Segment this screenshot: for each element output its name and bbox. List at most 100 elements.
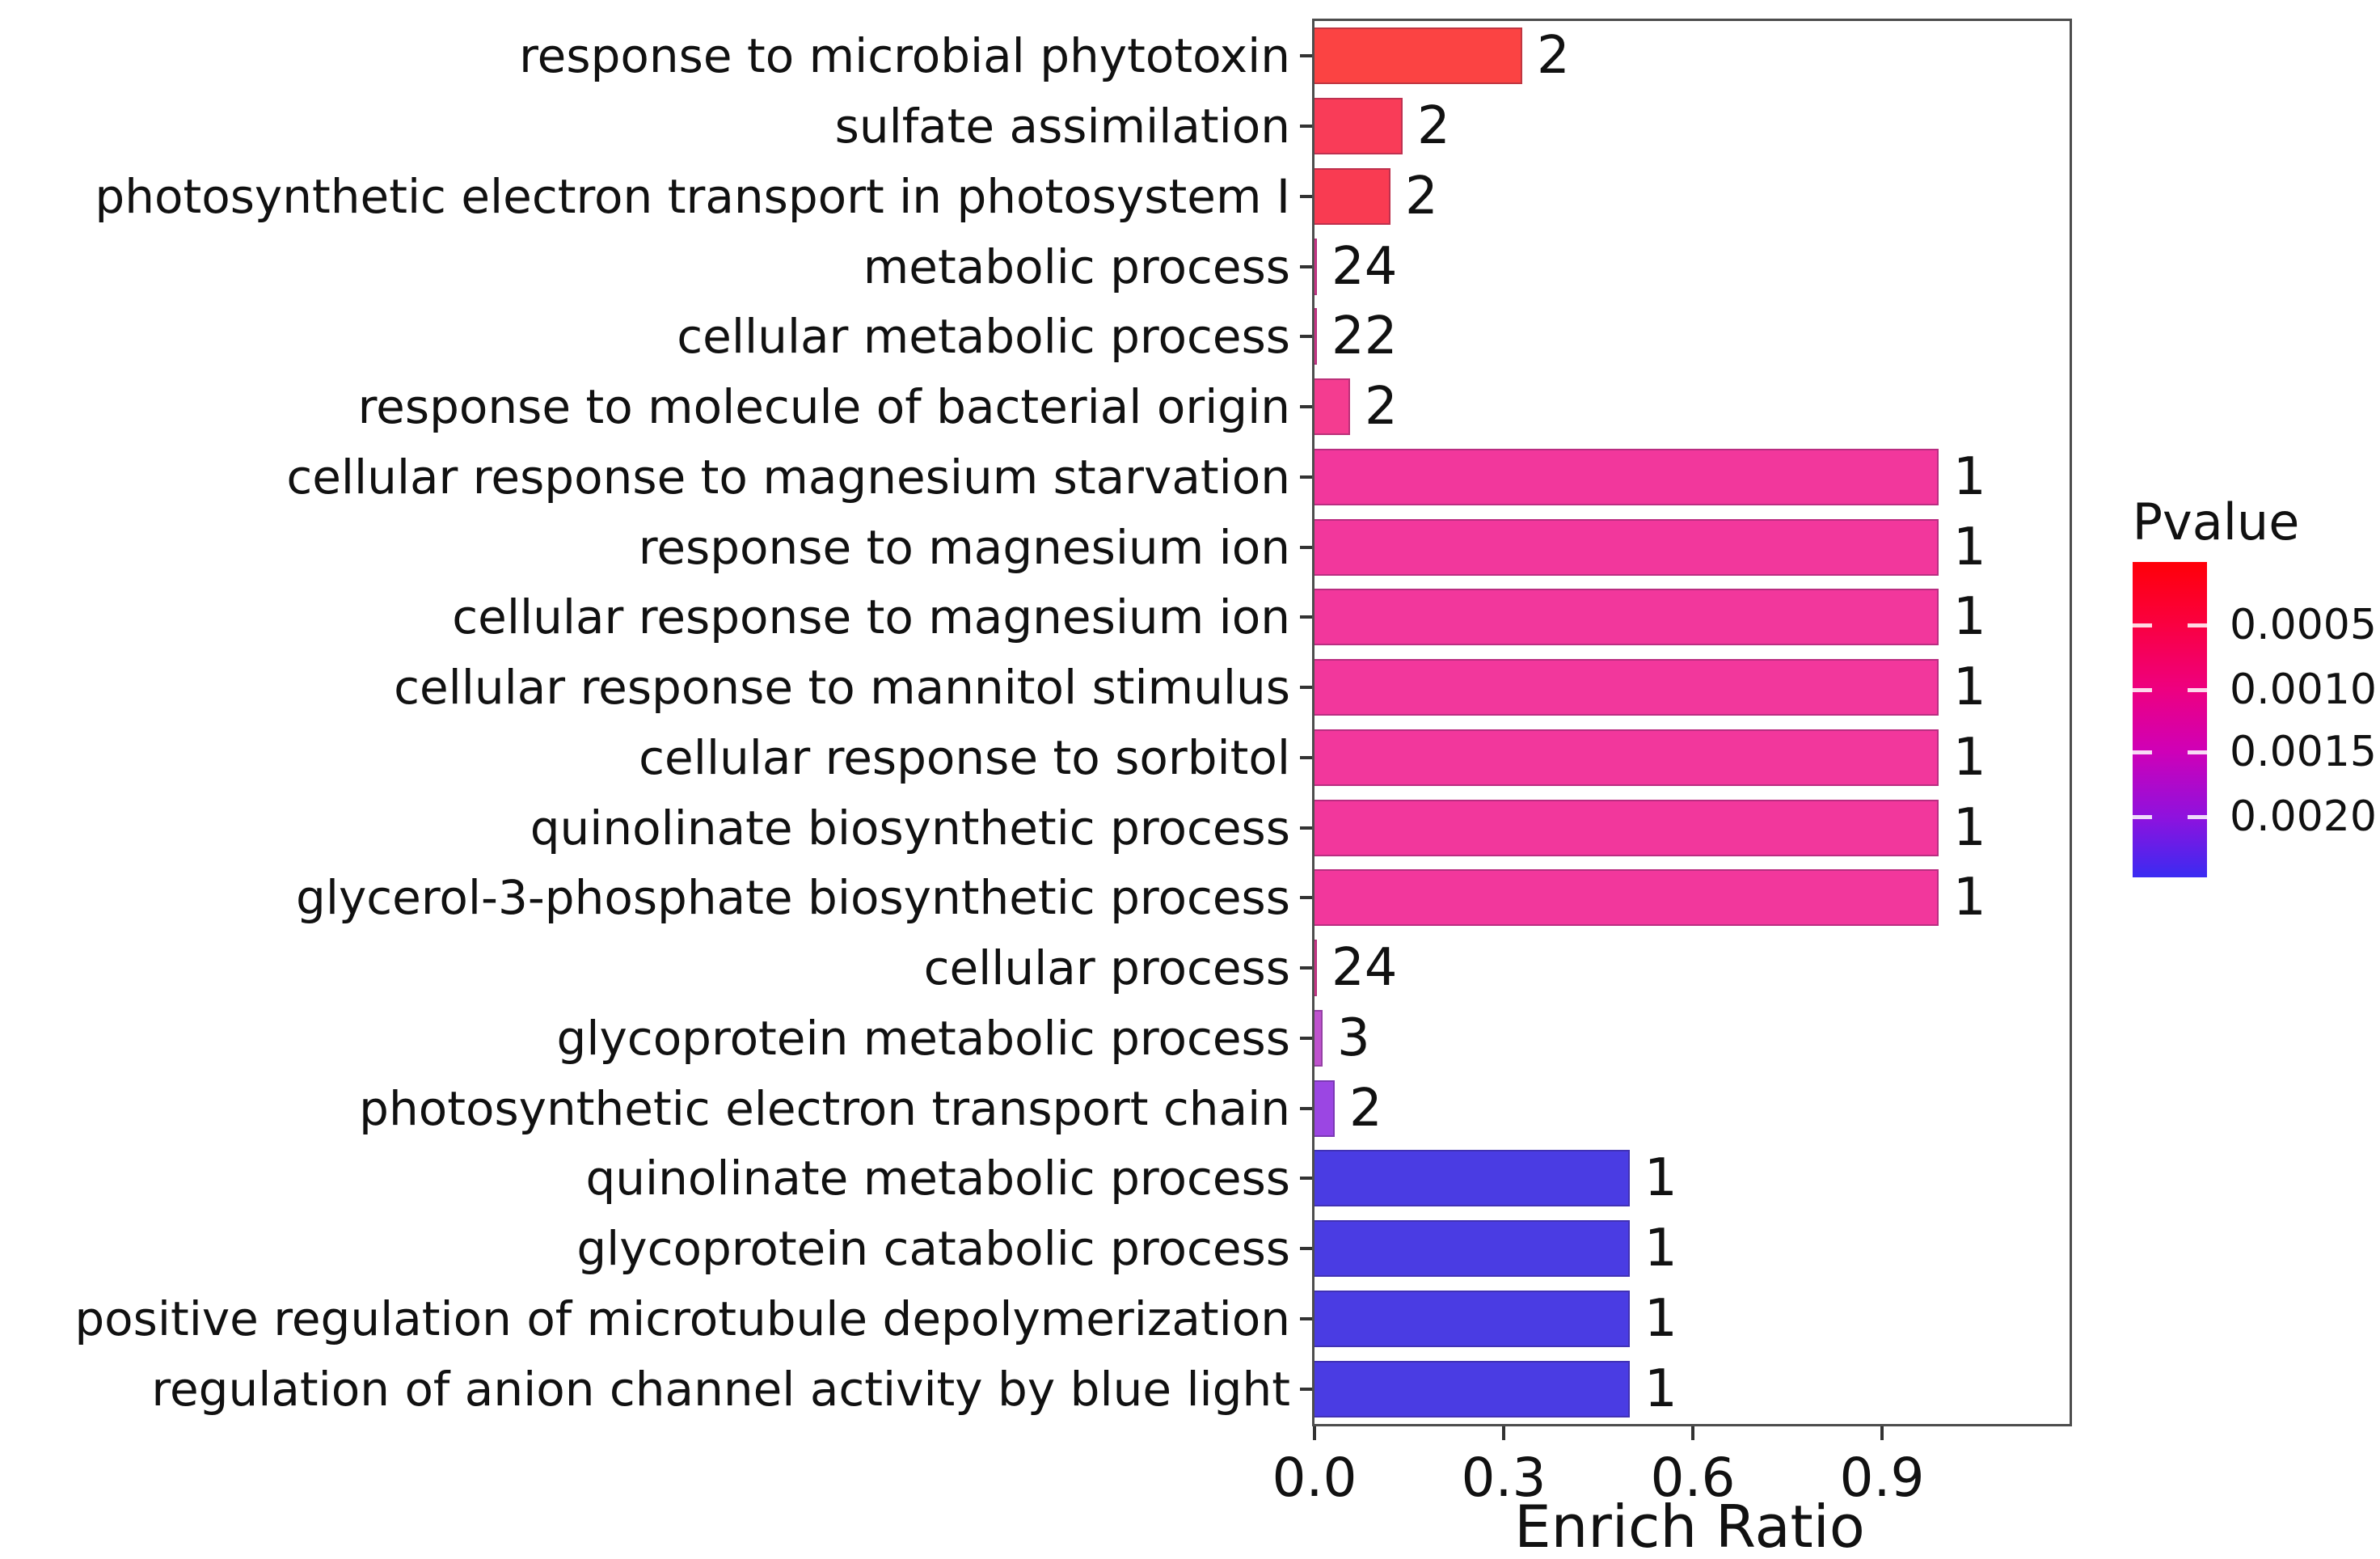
y-axis-tick <box>1300 1036 1312 1040</box>
bar <box>1314 940 1317 997</box>
category-label: response to molecule of bacterial origin <box>357 379 1290 435</box>
bar <box>1314 1220 1630 1278</box>
bar-count-label: 22 <box>1331 306 1398 367</box>
category-label: cellular metabolic process <box>677 309 1290 365</box>
bar-count-label: 3 <box>1337 1008 1370 1068</box>
category-label: regulation of anion channel activity by … <box>151 1361 1290 1417</box>
bar-count-label: 1 <box>1953 727 1986 788</box>
x-axis-tick <box>1691 1426 1694 1440</box>
bar <box>1314 378 1350 436</box>
x-tick-label: 0.3 <box>1461 1447 1547 1509</box>
colorbar-tick-label: 0.0020 <box>2230 792 2377 842</box>
bar-count-label: 1 <box>1953 517 1986 577</box>
category-label: cellular response to magnesium ion <box>452 589 1290 645</box>
colorbar-tick-mark <box>2188 815 2207 820</box>
y-axis-tick <box>1300 264 1312 268</box>
y-axis-tick <box>1300 405 1312 409</box>
y-axis-tick <box>1300 475 1312 479</box>
category-label: positive regulation of microtubule depol… <box>74 1291 1290 1346</box>
y-axis-tick <box>1300 686 1312 690</box>
pvalue-colorbar <box>2133 562 2207 877</box>
y-axis-tick <box>1300 755 1312 759</box>
bar <box>1314 27 1522 85</box>
category-label: glycoprotein metabolic process <box>556 1010 1290 1066</box>
x-axis-tick <box>1313 1426 1316 1440</box>
category-label: quinolinate metabolic process <box>585 1151 1290 1206</box>
y-axis-tick <box>1300 896 1312 900</box>
bar <box>1314 167 1390 225</box>
bar <box>1314 518 1939 576</box>
bar-count-label: 1 <box>1644 1288 1677 1349</box>
category-label: cellular process <box>923 940 1290 996</box>
category-label: glycoprotein catabolic process <box>576 1221 1290 1277</box>
bar-count-label: 1 <box>1644 1219 1677 1279</box>
bar <box>1314 869 1939 927</box>
bar-count-label: 2 <box>1365 377 1398 437</box>
category-label: sulfate assimilation <box>834 99 1290 154</box>
colorbar-tick-mark <box>2133 623 2152 627</box>
bar-count-label: 2 <box>1349 1078 1382 1139</box>
bar <box>1314 308 1317 365</box>
bar-count-label: 1 <box>1644 1358 1677 1419</box>
category-label: quinolinate biosynthetic process <box>530 800 1290 856</box>
bar <box>1314 98 1403 155</box>
y-axis-tick <box>1300 194 1312 198</box>
colorbar-tick-mark <box>2188 687 2207 692</box>
bar <box>1314 1150 1630 1207</box>
y-axis-tick <box>1300 125 1312 129</box>
y-axis-tick <box>1300 335 1312 339</box>
bar-count-label: 24 <box>1331 236 1398 297</box>
bar <box>1314 589 1939 646</box>
bar-count-label: 1 <box>1644 1148 1677 1209</box>
y-axis-tick <box>1300 966 1312 970</box>
x-axis-title: Enrich Ratio <box>1514 1493 1865 1559</box>
y-axis-tick <box>1300 615 1312 619</box>
bar-count-label: 2 <box>1537 26 1570 87</box>
category-label: cellular response to mannitol stimulus <box>394 660 1290 716</box>
colorbar-tick-mark <box>2133 687 2152 692</box>
colorbar-tick-mark <box>2188 750 2207 755</box>
bar <box>1314 1290 1630 1347</box>
bar <box>1314 238 1317 295</box>
x-tick-label: 0.0 <box>1272 1447 1357 1509</box>
category-label: response to magnesium ion <box>638 519 1290 575</box>
bar <box>1314 659 1939 716</box>
plot-area <box>1312 19 2072 1426</box>
bar-count-label: 1 <box>1953 587 1986 648</box>
bar-count-label: 1 <box>1953 797 1986 858</box>
colorbar-tick-mark <box>2133 815 2152 820</box>
y-axis-tick <box>1300 1247 1312 1251</box>
bar <box>1314 448 1939 505</box>
y-axis-tick <box>1300 1106 1312 1110</box>
x-tick-label: 0.6 <box>1650 1447 1736 1509</box>
bar <box>1314 1079 1335 1137</box>
y-axis-tick <box>1300 54 1312 58</box>
category-label: glycerol-3-phosphate biosynthetic proces… <box>296 870 1290 926</box>
y-axis-tick <box>1300 545 1312 549</box>
category-label: cellular response to sorbitol <box>639 729 1290 785</box>
bar-count-label: 1 <box>1953 868 1986 928</box>
colorbar-title: Pvalue <box>2132 492 2300 551</box>
colorbar-tick-label: 0.0010 <box>2230 665 2377 714</box>
colorbar-tick-mark <box>2133 750 2152 755</box>
colorbar-tick-label: 0.0005 <box>2230 601 2377 649</box>
y-axis-tick <box>1300 826 1312 830</box>
category-label: photosynthetic electron transport chain <box>359 1080 1290 1136</box>
bar-count-label: 1 <box>1953 446 1986 507</box>
y-axis-tick <box>1300 1387 1312 1391</box>
y-axis-tick <box>1300 1316 1312 1320</box>
bar <box>1314 799 1939 856</box>
bar <box>1314 729 1939 786</box>
y-axis-tick <box>1300 1177 1312 1181</box>
category-label: cellular response to magnesium starvatio… <box>286 449 1290 505</box>
category-label: photosynthetic electron transport in pho… <box>95 168 1290 224</box>
x-axis-tick <box>1880 1426 1884 1440</box>
x-axis-tick <box>1502 1426 1505 1440</box>
category-label: response to microbial phytotoxin <box>519 28 1290 84</box>
bar-count-label: 2 <box>1405 166 1438 226</box>
category-label: metabolic process <box>863 239 1290 294</box>
bar-count-label: 2 <box>1417 96 1450 157</box>
bar <box>1314 1360 1630 1417</box>
colorbar-tick-label: 0.0015 <box>2230 728 2377 777</box>
